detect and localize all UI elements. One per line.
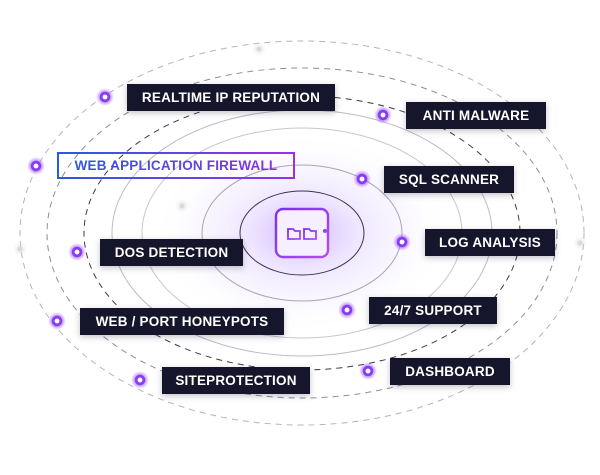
feature-dot	[27, 157, 45, 175]
orbit-ring-7	[19, 40, 585, 426]
orbit-marker	[13, 242, 27, 256]
feature-dot	[359, 362, 377, 380]
feature-label-anti-malware: ANTI MALWARE	[406, 102, 546, 129]
feature-dot	[374, 106, 392, 124]
orbit-marker	[573, 236, 587, 250]
feature-dot	[68, 243, 86, 261]
feature-label-sql-scanner: SQL SCANNER	[384, 166, 514, 193]
feature-dot	[131, 371, 149, 389]
feature-dot	[393, 233, 411, 251]
feature-dot	[48, 312, 66, 330]
feature-label-dos-detection: DOS DETECTION	[100, 239, 243, 266]
server-firewall-icon	[274, 207, 330, 259]
orbit-ring-6	[46, 67, 558, 399]
feature-dot	[353, 170, 371, 188]
feature-label-log-analysis: LOG ANALYSIS	[425, 229, 555, 256]
feature-label-dashboard: DASHBOARD	[390, 358, 510, 385]
feature-label-web-port-honeypots: WEB / PORT HONEYPOTS	[80, 308, 284, 335]
orbit-ring-1	[239, 190, 365, 276]
feature-dot	[338, 301, 356, 319]
feature-dot	[96, 88, 114, 106]
feature-label-web-application-firewall: WEB APPLICATION FIREWALL	[57, 152, 295, 179]
orbit-marker	[175, 199, 189, 213]
feature-label-24-7-support: 24/7 SUPPORT	[369, 297, 497, 324]
feature-label-realtime-ip-reputation: REALTIME IP REPUTATION	[127, 84, 335, 111]
feature-label-siteprotection: SITEPROTECTION	[162, 367, 310, 394]
orbit-marker	[252, 42, 266, 56]
